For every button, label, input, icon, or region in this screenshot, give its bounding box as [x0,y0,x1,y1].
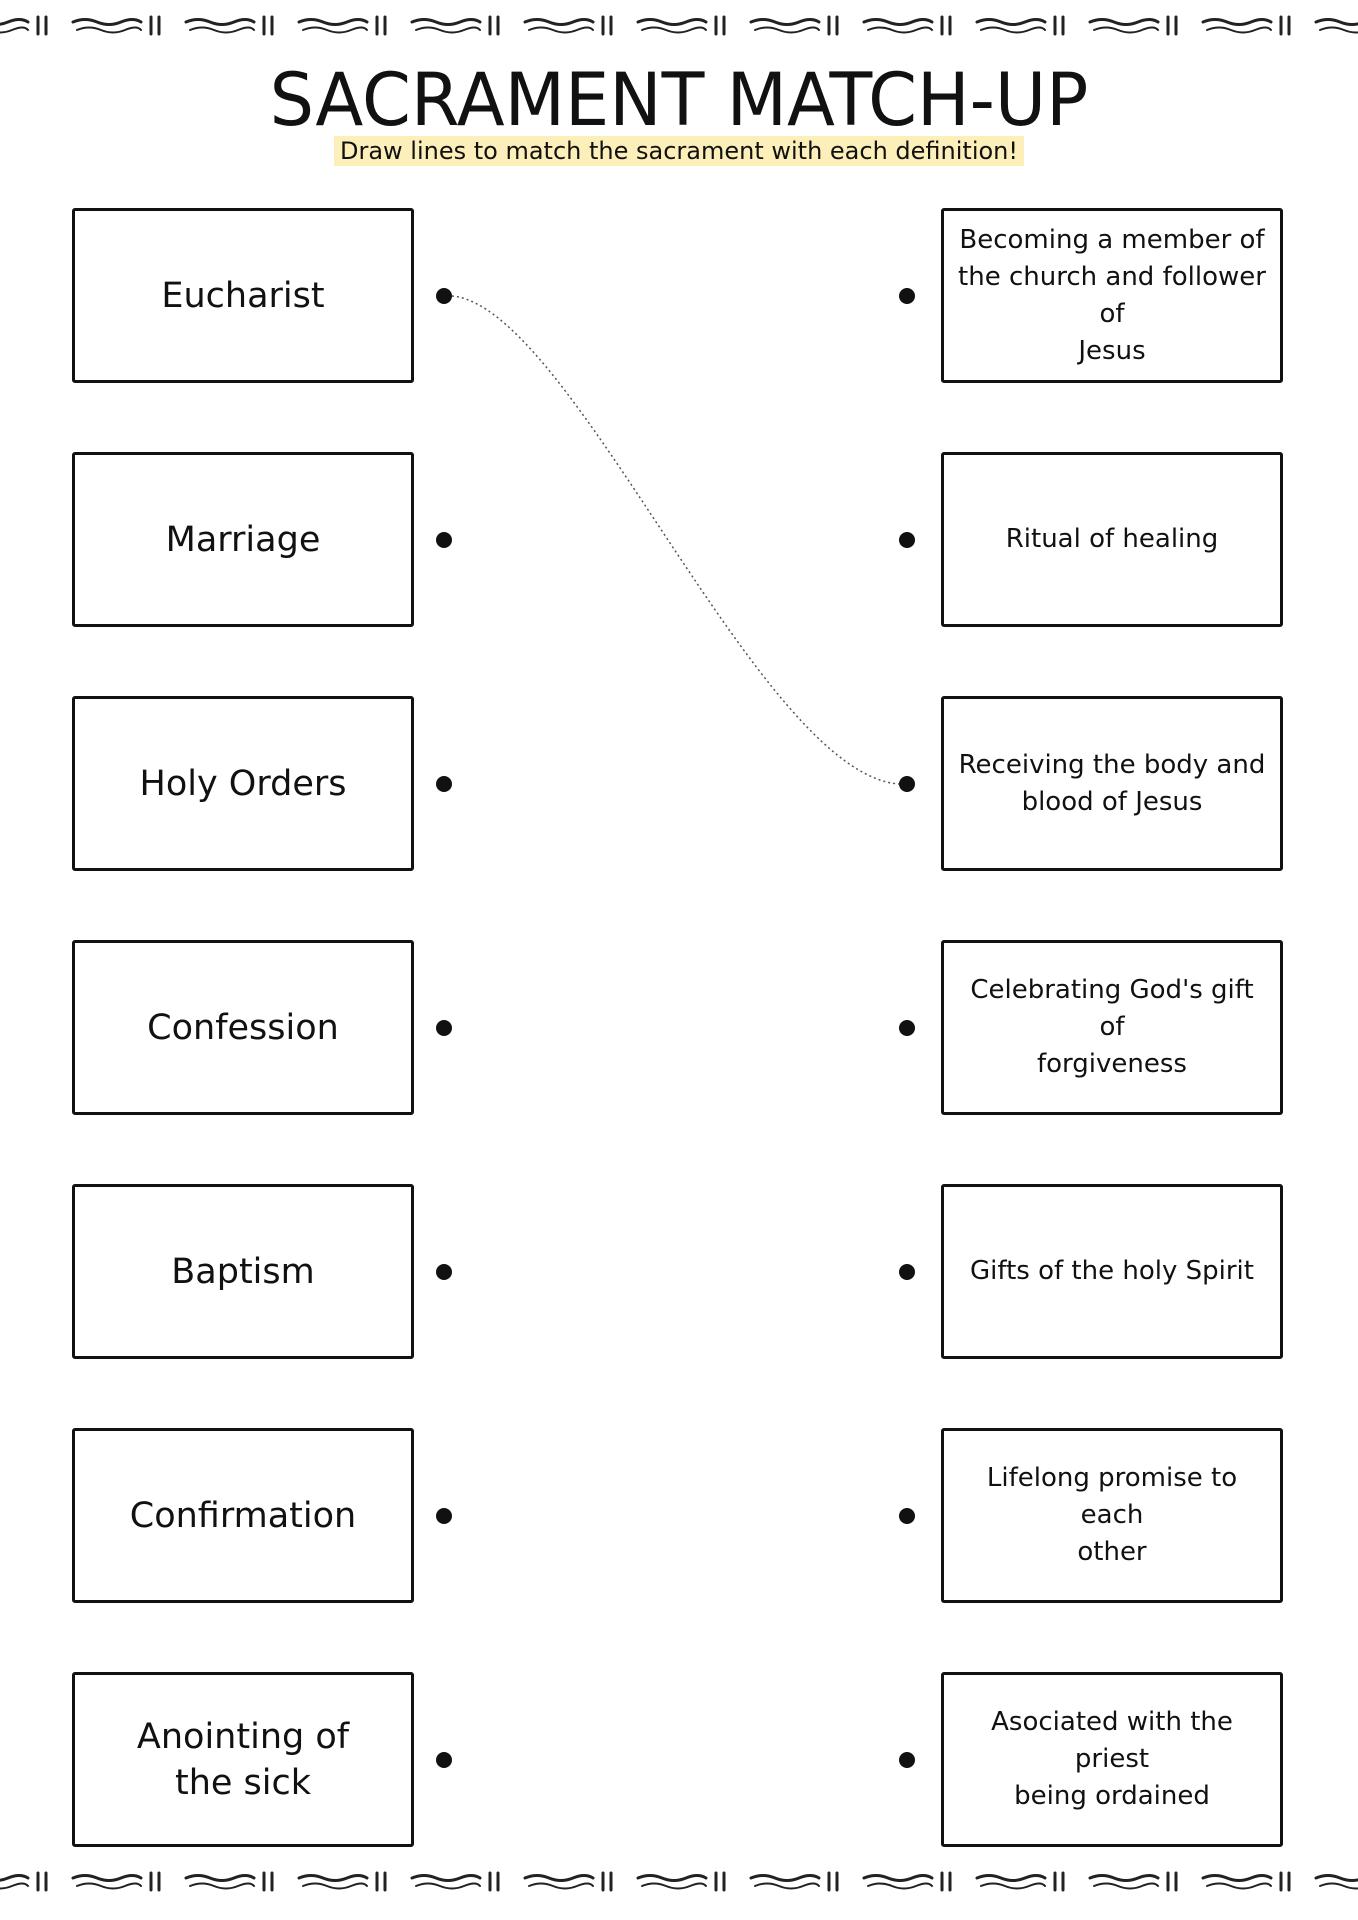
top-border-decoration [0,15,1358,36]
right-connector-dot[interactable] [899,776,915,792]
definition-card: Becoming a member of the church and foll… [941,208,1283,383]
sacrament-card-eucharist: Eucharist [72,208,414,383]
definition-card: Asociated with the priest being ordained [941,1672,1283,1847]
definition-card: Receiving the body and blood of Jesus [941,696,1283,871]
right-connector-dot[interactable] [899,1264,915,1280]
bottom-border-decoration [0,1871,1358,1892]
right-connector-dot[interactable] [899,1752,915,1768]
left-connector-dot[interactable] [436,776,452,792]
sacrament-label: Baptism [171,1251,315,1292]
definition-card: Ritual of healing [941,452,1283,627]
right-connector-dot[interactable] [899,532,915,548]
sacrament-label: Marriage [165,519,321,560]
left-connector-dot[interactable] [436,532,452,548]
definition-label: Lifelong promise to each other [986,1463,1238,1567]
sacrament-label: Eucharist [161,275,325,316]
sacrament-card-baptism: Baptism [72,1184,414,1359]
right-connector-dot[interactable] [899,1020,915,1036]
left-connector-dot[interactable] [436,1264,452,1280]
worksheet-instructions: Draw lines to match the sacrament with e… [333,136,1025,166]
left-connector-dot[interactable] [436,1752,452,1768]
right-connector-dot[interactable] [899,1508,915,1524]
left-connector-dot[interactable] [436,288,452,304]
definition-label: Ritual of healing [1005,524,1219,554]
definition-card: Gifts of the holy Spirit [941,1184,1283,1359]
left-connector-dot[interactable] [436,1020,452,1036]
sacrament-card-confession: Confession [72,940,414,1115]
definition-label: Celebrating God's gift of forgiveness [970,975,1254,1079]
definition-label: Asociated with the priest being ordained [991,1707,1233,1811]
left-connector-dot[interactable] [436,1508,452,1524]
sacrament-label: Confession [147,1007,339,1048]
definition-label: Gifts of the holy Spirit [970,1256,1254,1286]
right-connector-dot[interactable] [899,288,915,304]
worksheet-title: SACRAMENT MATCH-UP [269,56,1089,144]
sacrament-label: Anointing of the sick [136,1716,350,1803]
sacrament-card-confirmation: Confirmation [72,1428,414,1603]
definition-label: Receiving the body and blood of Jesus [958,749,1266,817]
sacrament-label: Holy Orders [139,763,347,804]
sacrament-label: Confirmation [129,1495,357,1536]
sacrament-card-marriage: Marriage [72,452,414,627]
sacrament-card-anointing: Anointing of the sick [72,1672,414,1847]
definition-card: Celebrating God's gift of forgiveness [941,940,1283,1115]
definition-label: Becoming a member of the church and foll… [958,224,1266,366]
sacrament-card-holy-orders: Holy Orders [72,696,414,871]
definition-card: Lifelong promise to each other [941,1428,1283,1603]
